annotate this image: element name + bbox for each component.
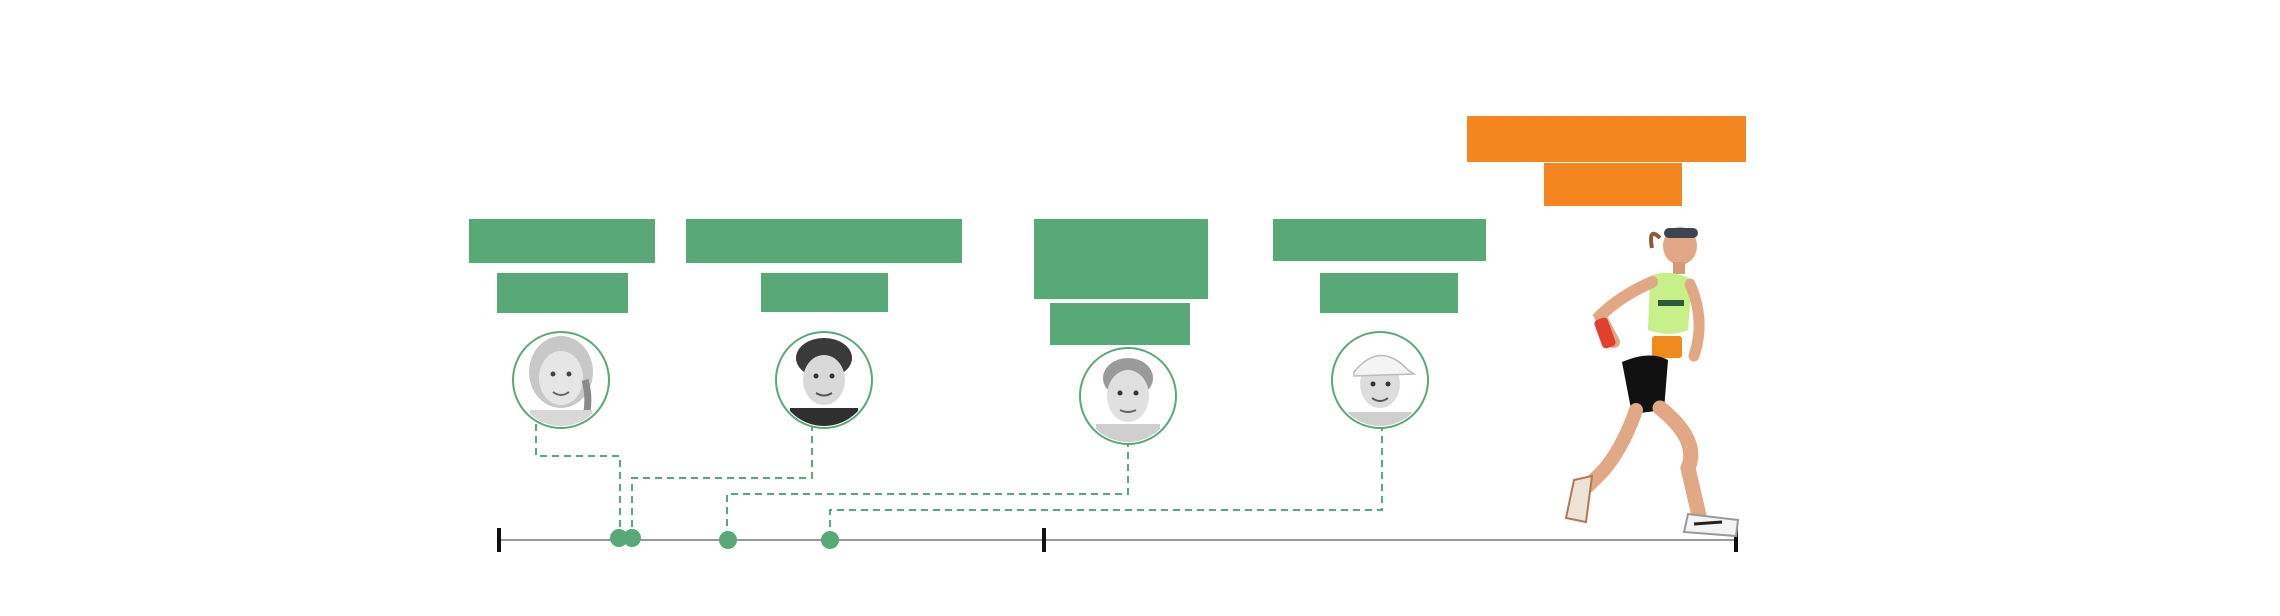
timeline-marker-3: [719, 531, 737, 549]
connector-line-1: [535, 424, 621, 538]
connector-line-4: [829, 424, 1383, 538]
timeline-marker-1: [610, 529, 628, 547]
portrait-woman-white-cap-icon: [1331, 331, 1429, 429]
timeline-marker-4: [821, 531, 839, 549]
athlete-4-detail-block: [1320, 273, 1458, 313]
connector-line-3: [726, 440, 1129, 538]
athlete-portraits: [512, 331, 1429, 445]
athlete-1-name-block: [469, 219, 655, 263]
highlight-name-block: [1467, 116, 1746, 162]
athlete-2-detail-block: [761, 273, 888, 312]
athlete-1-detail-block: [497, 273, 628, 313]
connector-lines: [535, 424, 1383, 538]
athlete-3-name-block: [1034, 219, 1208, 299]
portrait-woman-short-dark-hair-icon: [775, 331, 873, 429]
portrait-woman-hair-pulled-back-icon: [1079, 347, 1177, 445]
highlight-label-blocks: [1467, 116, 1746, 206]
timeline-marker-2: [623, 529, 641, 547]
athlete-label-blocks: [469, 219, 1486, 345]
athlete-2-name-block: [686, 219, 962, 263]
athlete-3-detail-block: [1050, 303, 1190, 345]
highlight-detail-block: [1544, 163, 1682, 206]
connector-line-2: [631, 424, 813, 538]
runner-figure-icon: [1564, 227, 1740, 538]
timeline-markers: [610, 529, 839, 549]
athlete-4-name-block: [1273, 219, 1486, 261]
portrait-woman-braided-hair-icon: [512, 331, 610, 429]
